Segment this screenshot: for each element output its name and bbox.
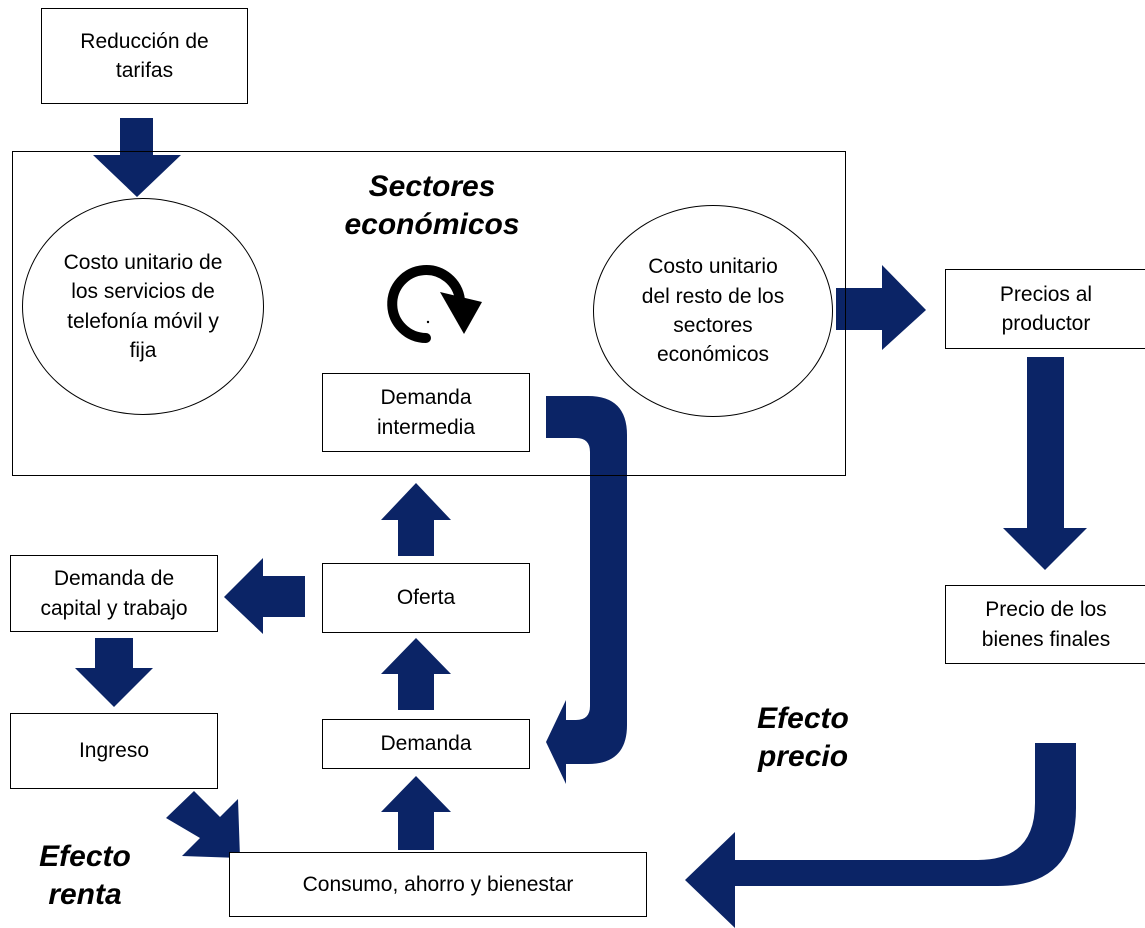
efecto-precio-label: Efecto precio bbox=[757, 702, 849, 773]
costo-telefonia-oval: Costo unitario de los servicios de telef… bbox=[22, 198, 264, 415]
sectores-economicos-title: Sectores económicos bbox=[344, 170, 520, 241]
arrow-left-demanda-capital bbox=[224, 558, 305, 634]
consumo-box: Consumo, ahorro y bienestar bbox=[229, 852, 647, 917]
arrow-down-precio-bienes bbox=[1003, 357, 1087, 570]
arrow-curved-demanda-intermedia bbox=[546, 396, 627, 784]
efecto-renta-label: Efecto renta bbox=[39, 840, 131, 911]
costo-resto-oval: Costo unitario del resto de los sectores… bbox=[593, 205, 833, 417]
arrow-down-reduccion bbox=[93, 118, 181, 197]
arrow-diagonal-renta bbox=[166, 791, 240, 858]
ingreso-box: Ingreso bbox=[10, 713, 218, 789]
precio-bienes-finales-box: Precio de los bienes finales bbox=[945, 585, 1145, 664]
reduccion-tarifas-box: Reducción de tarifas bbox=[41, 8, 248, 104]
arrow-up-consumo-demanda bbox=[381, 776, 451, 850]
arrow-up-oferta-intermedia bbox=[381, 483, 451, 556]
arrow-down-ingreso bbox=[75, 638, 153, 707]
sectores-frame bbox=[12, 151, 846, 476]
oferta-box: Oferta bbox=[322, 563, 530, 633]
precios-productor-box: Precios al productor bbox=[945, 269, 1145, 349]
demanda-box: Demanda bbox=[322, 719, 530, 769]
arrow-right-precios-productor bbox=[836, 265, 926, 350]
demanda-capital-box: Demanda de capital y trabajo bbox=[10, 555, 218, 632]
arrow-up-demanda-oferta bbox=[381, 638, 451, 710]
cycle-icon bbox=[378, 254, 486, 354]
arrow-curved-efecto-precio bbox=[685, 743, 1076, 928]
demanda-intermedia-box: Demanda intermedia bbox=[322, 373, 530, 452]
